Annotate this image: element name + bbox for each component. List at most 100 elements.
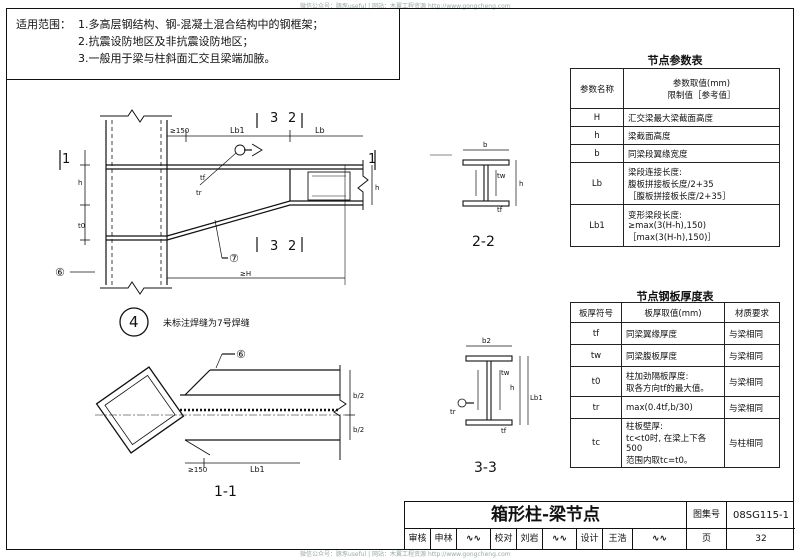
param-value: 变形梁段长度: ≥max(3(H-h),150) ［max(3(H-h),150… bbox=[623, 204, 780, 247]
scope-item: 2.抗震设防地区及非抗震设防地区； bbox=[78, 35, 254, 48]
param-value: 梁截面高度 bbox=[623, 126, 780, 145]
section-1-1-title: 1-1 bbox=[214, 484, 237, 500]
dim-b150: ≥150 bbox=[170, 127, 189, 135]
plan-dim-b2a: b/2 bbox=[353, 392, 364, 400]
plate-value: max(0.4tf,b/30) bbox=[621, 396, 725, 419]
weld-6b-marker: ⑥ bbox=[236, 348, 246, 361]
design-label: 设计 bbox=[577, 529, 603, 550]
scope-box: 适用范围： 1.多高层钢结构、钢-混凝土混合结构中的钢框架； 2.抗震设防地区及… bbox=[6, 8, 400, 80]
param-value-line: 腹板拼接板长度/2+35 bbox=[628, 179, 714, 190]
atlas-number: 08SG115-1 bbox=[727, 502, 795, 529]
page-number: 32 bbox=[755, 534, 767, 544]
plate-symbol: t0 bbox=[570, 366, 622, 397]
scope-item: 1.多高层钢结构、钢-混凝土混合结构中的钢框架； bbox=[78, 18, 324, 31]
plate-material: 与梁相同 bbox=[724, 322, 780, 345]
param-value: 梁段连接长度: 腹板拼接板长度/2+35 ［腹板拼接板长度/2+35］ bbox=[623, 162, 780, 205]
param-value-line: ［腹板拼接板长度/2+35］ bbox=[628, 191, 731, 202]
section-2-top-label: 2 bbox=[288, 111, 296, 126]
col-param-name: 参数名称 bbox=[570, 68, 624, 109]
check-name: 刘岩 bbox=[517, 529, 543, 550]
watermark-top: 微信公众号：豚豕useful | 网站：木翼工程资源 http://www.go… bbox=[300, 3, 511, 10]
param-name: b bbox=[570, 144, 624, 163]
scope-items: 1.多高层钢结构、钢-混凝土混合结构中的钢框架； 2.抗震设防地区及非抗震设防地… bbox=[78, 16, 323, 67]
plate-material: 与柱相同 bbox=[724, 418, 780, 468]
review-name: 申林 bbox=[431, 529, 457, 550]
param-value-line: ［max(3(H-h),150)］ bbox=[628, 232, 716, 243]
col-param-value: 参数取值(mm) 限制值［参考值］ bbox=[623, 68, 780, 109]
check-signature: ∿∿ bbox=[543, 529, 577, 550]
param-name: h bbox=[570, 126, 624, 145]
dim-t0: t0 bbox=[78, 222, 85, 230]
watermark-bottom: 微信公众号：豚豕useful | 网站：木翼工程资源 http://www.go… bbox=[300, 551, 511, 558]
dim-lb1: Lb1 bbox=[230, 126, 245, 135]
param-name: Lb bbox=[570, 162, 624, 205]
param-value-line: 变形梁段长度: bbox=[628, 210, 682, 221]
section-3-3-title: 3-3 bbox=[474, 460, 497, 476]
plate-value: 同梁翼缘厚度 bbox=[621, 322, 725, 345]
review-label: 审核 bbox=[405, 529, 431, 550]
s22-tf: tf bbox=[497, 206, 503, 214]
s33-tf: tf bbox=[501, 427, 507, 435]
plate-value-line: tc<t0时, 在梁上下各500 bbox=[626, 434, 707, 454]
plate-value: 同梁腹板厚度 bbox=[621, 344, 725, 367]
param-value-line: 梁段连接长度: bbox=[628, 167, 682, 178]
param-name: H bbox=[570, 108, 624, 127]
drawing-frame bbox=[6, 8, 794, 550]
col-symbol: 板厚符号 bbox=[570, 302, 622, 323]
atlas-label: 图集号 bbox=[687, 502, 727, 529]
design-signature: ∿∿ bbox=[633, 529, 687, 550]
plan-dim-b2b: b/2 bbox=[353, 426, 364, 434]
dim-h-right: h bbox=[375, 184, 379, 192]
plate-value: 柱加劲隔板厚度: 取各方向tf的最大值。 bbox=[621, 366, 725, 397]
plate-symbol: tr bbox=[570, 396, 622, 419]
title-block: 箱形柱-梁节点 图集号 08SG115-1 审核 申林 ∿∿ 校对 刘岩 ∿∿ … bbox=[404, 501, 795, 550]
param-value: 汇交梁最大梁截面高度 bbox=[623, 108, 780, 127]
section-3-top-label: 3 bbox=[270, 111, 278, 126]
plate-value: 柱板壁厚: tc<t0时, 在梁上下各500 范围内取tc=t0。 bbox=[621, 418, 725, 468]
param-name: Lb1 bbox=[570, 204, 624, 247]
plate-value-line: 柱加劲隔板厚度: bbox=[626, 371, 689, 382]
check-label: 校对 bbox=[491, 529, 517, 550]
s22-tw: tw bbox=[497, 172, 506, 180]
s22-h: h bbox=[519, 180, 523, 188]
plate-material: 与梁相同 bbox=[724, 366, 780, 397]
plate-symbol: tw bbox=[570, 344, 622, 367]
s33-b2: b2 bbox=[482, 337, 491, 345]
plate-value-line: 取各方向tf的最大值。 bbox=[626, 383, 709, 394]
plate-material: 与梁相同 bbox=[724, 344, 780, 367]
node-params-title: 节点参数表 bbox=[647, 54, 703, 67]
drawing-title: 箱形柱-梁节点 bbox=[405, 502, 687, 529]
s33-h: h bbox=[510, 384, 514, 392]
section-3-bottom-label: 3 bbox=[270, 239, 278, 254]
plate-material: 与梁相同 bbox=[724, 396, 780, 419]
s33-lb1: Lb1 bbox=[530, 394, 543, 402]
design-name: 王浩 bbox=[603, 529, 633, 550]
s33-tw: tw bbox=[501, 369, 510, 377]
scope-item: 3.一般用于梁与柱斜面汇交且梁端加腋。 bbox=[78, 52, 276, 65]
detail-number: 4 bbox=[129, 313, 139, 331]
param-value-line: ≥max(3(H-h),150) bbox=[628, 220, 707, 231]
col-value: 板厚取值(mm) bbox=[621, 302, 725, 323]
scope-label: 适用范围： bbox=[16, 18, 71, 31]
weld-7-marker: ⑦ bbox=[229, 252, 239, 265]
plate-symbol: tc bbox=[570, 418, 622, 468]
weld-6-marker: ⑥ bbox=[55, 266, 65, 279]
plate-value-line: 柱板壁厚: bbox=[626, 422, 663, 432]
plate-thickness-title: 节点钢板厚度表 bbox=[636, 290, 714, 303]
s33-tr: tr bbox=[450, 408, 456, 416]
label-tr: tr bbox=[196, 189, 202, 197]
plan-dim-lb1: Lb1 bbox=[250, 465, 265, 474]
col-param-value-line: 参数取值(mm) bbox=[672, 78, 731, 89]
plate-symbol: tf bbox=[570, 322, 622, 345]
s22-b: b bbox=[483, 141, 488, 149]
dim-hh: ≥H bbox=[240, 270, 251, 278]
review-signature: ∿∿ bbox=[457, 529, 491, 550]
section-1-left-label: 1 bbox=[62, 152, 70, 167]
page-label: 页 bbox=[687, 529, 727, 550]
dim-lb: Lb bbox=[315, 126, 325, 135]
plate-value-line: 范围内取tc=t0。 bbox=[626, 456, 693, 466]
section-2-bottom-label: 2 bbox=[288, 239, 296, 254]
